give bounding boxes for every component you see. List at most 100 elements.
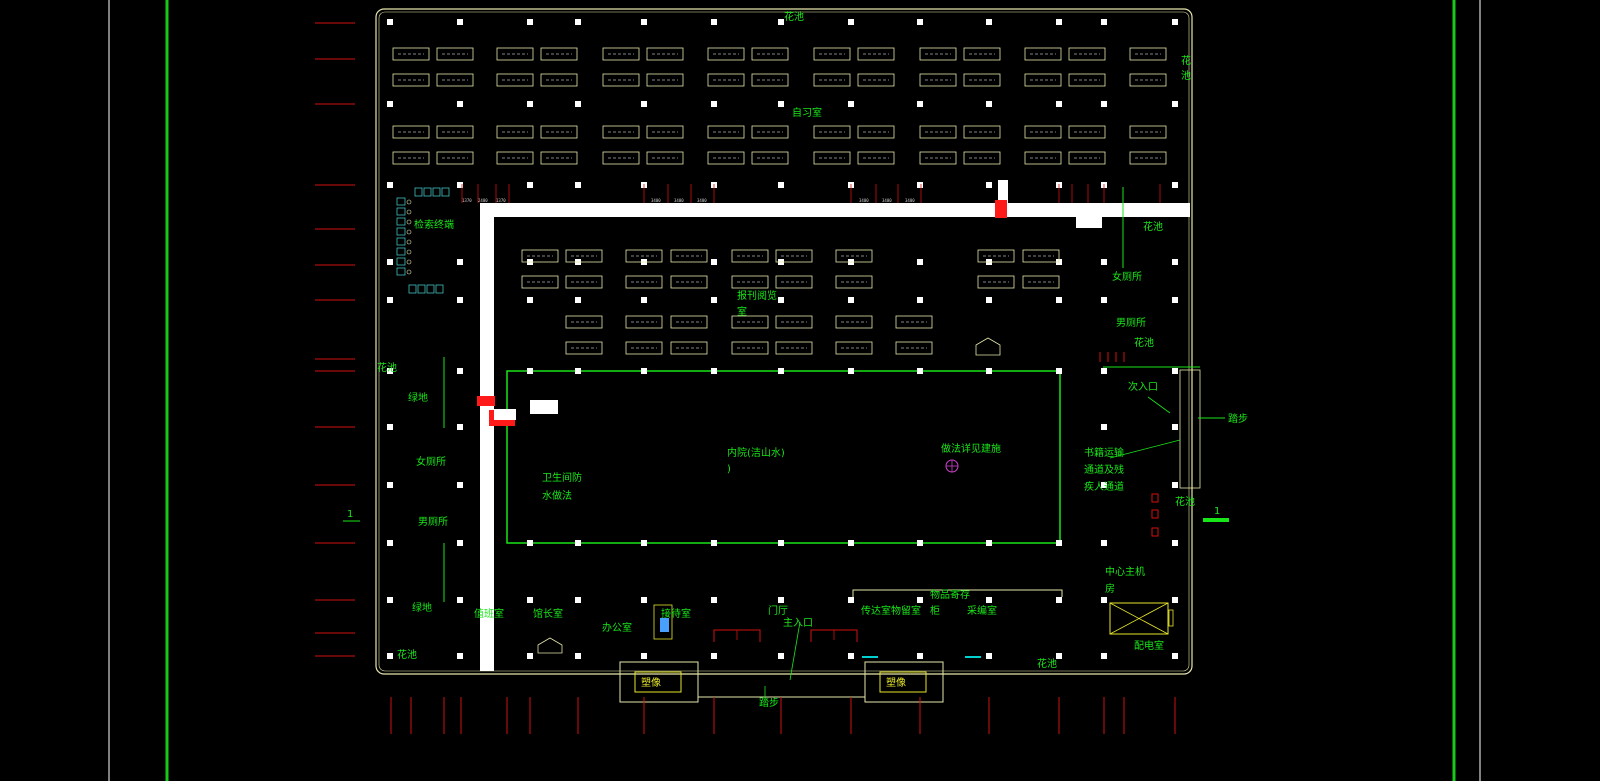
structural-column bbox=[917, 368, 923, 374]
label-sculpture-right: 塑像 bbox=[886, 677, 906, 689]
study-desk bbox=[857, 125, 895, 139]
study-desk bbox=[919, 151, 957, 165]
transport-leader bbox=[1109, 439, 1181, 459]
structural-column bbox=[917, 653, 923, 659]
label-flower-left-bottom: 花池 bbox=[397, 648, 417, 661]
structural-column bbox=[1172, 653, 1178, 659]
reading-desk bbox=[521, 275, 559, 289]
structural-column bbox=[848, 101, 854, 107]
server-room-cross-b bbox=[1109, 602, 1169, 635]
structural-column bbox=[778, 653, 784, 659]
structural-column bbox=[457, 597, 463, 603]
label-female-toilet-left: 女厕所 bbox=[416, 455, 446, 468]
label-sanitary-1: 卫生间防 bbox=[542, 471, 582, 484]
storage-counter bbox=[852, 589, 1063, 597]
study-desk bbox=[919, 73, 957, 87]
structural-column bbox=[527, 182, 533, 188]
label-flower-right-top2: 池 bbox=[1181, 69, 1191, 82]
reading-desk bbox=[670, 275, 708, 289]
label-male-toilet-right: 男厕所 bbox=[1116, 317, 1146, 329]
reading-desk bbox=[835, 315, 873, 329]
reading-desk bbox=[977, 249, 1015, 263]
structural-column bbox=[711, 19, 717, 25]
structural-column bbox=[711, 653, 717, 659]
structural-column bbox=[711, 540, 717, 546]
structural-column bbox=[778, 182, 784, 188]
terminal-unit bbox=[396, 257, 406, 266]
study-desk bbox=[1024, 125, 1062, 139]
terminal-unit bbox=[417, 284, 426, 294]
terminal-unit bbox=[396, 207, 406, 216]
study-desk bbox=[436, 47, 474, 61]
axis-marker-right bbox=[1203, 518, 1229, 522]
label-sanitary-2: 水做法 bbox=[542, 489, 572, 502]
terminal-unit bbox=[441, 187, 450, 197]
study-desk bbox=[813, 151, 851, 165]
study-desk bbox=[707, 47, 745, 61]
study-desk bbox=[857, 73, 895, 87]
study-desk bbox=[751, 151, 789, 165]
terminal-unit bbox=[432, 187, 441, 197]
structural-column bbox=[457, 482, 463, 488]
label-steps-bottom: 踏步 bbox=[759, 696, 779, 709]
reading-desk bbox=[835, 249, 873, 263]
study-desk bbox=[602, 125, 640, 139]
structural-column bbox=[711, 368, 717, 374]
structural-column bbox=[641, 19, 647, 25]
structural-column bbox=[641, 297, 647, 303]
structural-column bbox=[387, 424, 393, 430]
corridor-horizontal bbox=[480, 203, 1190, 217]
study-desk bbox=[1129, 73, 1167, 87]
study-desk bbox=[751, 73, 789, 87]
label-reading-room-2: 室 bbox=[737, 305, 747, 318]
structural-column bbox=[1172, 424, 1178, 430]
structural-column bbox=[848, 368, 854, 374]
label-axis-left: 1 bbox=[347, 509, 353, 520]
terminal-unit bbox=[396, 267, 406, 276]
terminal-unit bbox=[396, 237, 406, 246]
structural-column bbox=[387, 101, 393, 107]
reading-desk bbox=[775, 249, 813, 263]
reading-desk bbox=[565, 315, 603, 329]
structural-column bbox=[1172, 482, 1178, 488]
structural-column bbox=[711, 259, 717, 265]
label-male-toilet-left: 男厕所 bbox=[418, 516, 448, 528]
study-desk bbox=[392, 125, 430, 139]
reading-desk bbox=[670, 315, 708, 329]
structural-column bbox=[1101, 597, 1107, 603]
structural-column bbox=[917, 101, 923, 107]
structural-column bbox=[387, 597, 393, 603]
fixture-top-red bbox=[995, 200, 1007, 218]
terminal-seat bbox=[406, 199, 412, 205]
reading-desk bbox=[625, 249, 663, 263]
dim-text-2: 2400 bbox=[478, 198, 488, 203]
reading-desk bbox=[565, 275, 603, 289]
structural-column bbox=[1172, 368, 1178, 374]
study-desk bbox=[919, 125, 957, 139]
structural-column bbox=[711, 297, 717, 303]
structural-column bbox=[778, 19, 784, 25]
label-duty-room: 值班室 bbox=[474, 607, 504, 620]
structural-column bbox=[641, 540, 647, 546]
fixture-right-white bbox=[1076, 216, 1102, 228]
structural-column bbox=[457, 19, 463, 25]
study-desk bbox=[1068, 125, 1106, 139]
terminal-seat bbox=[406, 239, 412, 245]
structural-column bbox=[1056, 19, 1062, 25]
study-desk bbox=[1068, 151, 1106, 165]
structural-column bbox=[457, 540, 463, 546]
structural-column bbox=[986, 101, 992, 107]
side-entrance-leader bbox=[1147, 396, 1171, 414]
study-desk bbox=[813, 47, 851, 61]
study-desk bbox=[392, 73, 430, 87]
structural-column bbox=[457, 297, 463, 303]
study-desk bbox=[602, 47, 640, 61]
structural-column bbox=[387, 482, 393, 488]
study-desk bbox=[646, 151, 684, 165]
label-book-transport-1: 书籍运输 bbox=[1084, 446, 1124, 459]
structural-column bbox=[778, 597, 784, 603]
terminal-unit bbox=[396, 247, 406, 256]
reading-desk bbox=[625, 315, 663, 329]
structural-column bbox=[711, 597, 717, 603]
structural-column bbox=[848, 540, 854, 546]
